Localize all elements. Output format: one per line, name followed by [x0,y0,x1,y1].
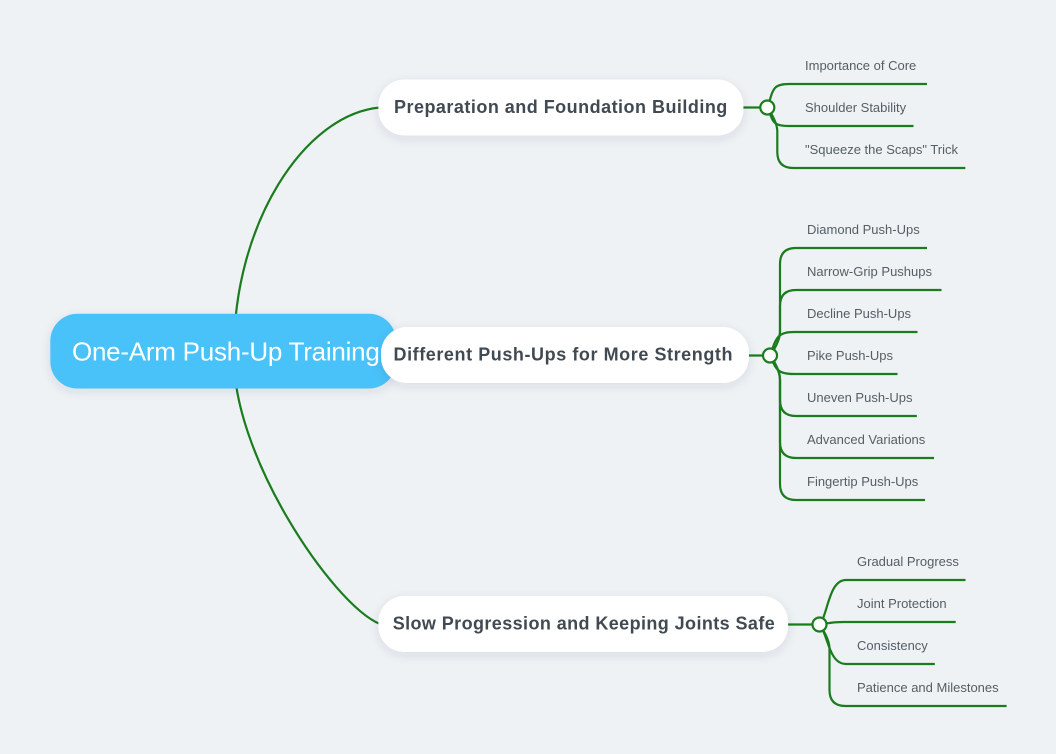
svg-text:Preparation and Foundation Bui: Preparation and Foundation Building [394,97,728,117]
svg-text:"Squeeze the Scaps" Trick: "Squeeze the Scaps" Trick [805,142,959,157]
svg-text:Pike Push-Ups: Pike Push-Ups [807,348,893,363]
svg-text:One-Arm Push-Up Training: One-Arm Push-Up Training [72,336,380,366]
svg-text:Shoulder Stability: Shoulder Stability [805,100,907,115]
svg-text:Uneven Push-Ups: Uneven Push-Ups [807,390,913,405]
svg-text:Importance of Core: Importance of Core [805,58,916,73]
svg-text:Narrow-Grip Pushups: Narrow-Grip Pushups [807,264,932,279]
svg-text:Gradual Progress: Gradual Progress [857,554,959,569]
svg-text:Diamond Push-Ups: Diamond Push-Ups [807,222,920,237]
svg-text:Patience and Milestones: Patience and Milestones [857,680,999,695]
svg-text:Different Push-Ups for More St: Different Push-Ups for More Strength [394,345,734,365]
svg-text:Advanced Variations: Advanced Variations [807,432,926,447]
svg-text:Slow Progression and Keeping J: Slow Progression and Keeping Joints Safe [393,614,775,634]
svg-text:Fingertip Push-Ups: Fingertip Push-Ups [807,474,919,489]
svg-text:Consistency: Consistency [857,638,928,653]
svg-text:Joint Protection: Joint Protection [857,596,947,611]
svg-text:Decline Push-Ups: Decline Push-Ups [807,306,912,321]
